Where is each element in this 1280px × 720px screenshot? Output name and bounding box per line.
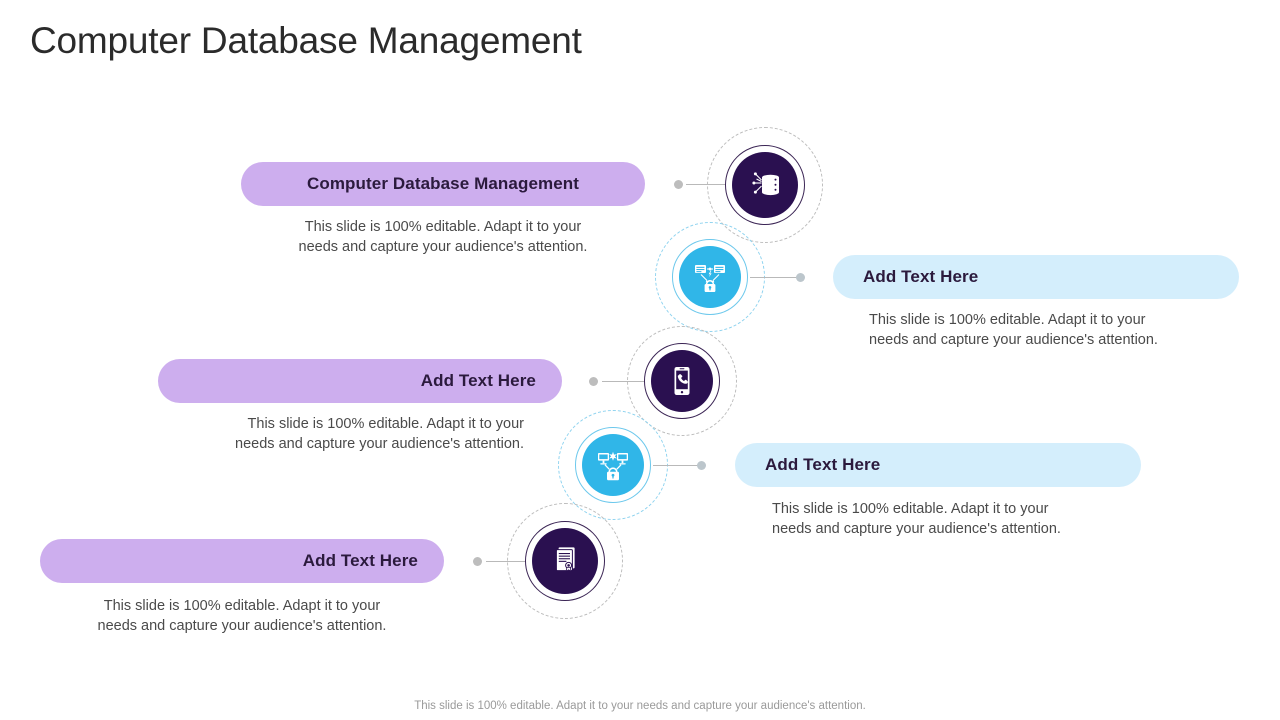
connector-dot-row-1 xyxy=(674,180,683,189)
page-title: Computer Database Management xyxy=(30,20,582,61)
secure-data-transfer-icon xyxy=(679,246,741,308)
pill-label-row-3: Add Text Here xyxy=(420,371,536,390)
description-row-3: This slide is 100% editable. Adapt it to… xyxy=(235,416,524,452)
connector-line-row-2 xyxy=(750,277,798,279)
footer-note: This slide is 100% editable. Adapt it to… xyxy=(414,700,866,712)
connector-dot-row-2 xyxy=(796,273,805,282)
dashed-ring-row-1 xyxy=(707,127,823,243)
connector-dot-row-3 xyxy=(589,377,598,386)
database-icon xyxy=(732,152,798,218)
pill-label-row-1: Computer Database Management xyxy=(306,174,580,193)
description-row-2: This slide is 100% editable. Adapt it to… xyxy=(869,312,1158,348)
connector-dot-row-5 xyxy=(473,557,482,566)
connector-line-row-3 xyxy=(602,381,644,383)
connector-dot-row-4 xyxy=(697,461,706,470)
description-row-1: This slide is 100% editable. Adapt it to… xyxy=(298,219,588,255)
secure-network-icon xyxy=(582,434,644,496)
dashed-ring-row-3 xyxy=(627,326,737,436)
mobile-phone-icon xyxy=(651,350,713,412)
description-row-5: This slide is 100% editable. Adapt it to… xyxy=(97,598,387,634)
pill-row-2[interactable]: Add Text Here xyxy=(833,255,1239,299)
pill-label-row-4: Add Text Here xyxy=(765,455,881,474)
pill-row-3[interactable]: Add Text Here xyxy=(158,359,562,403)
pill-row-5[interactable]: Add Text Here xyxy=(40,539,444,583)
pill-label-row-2: Add Text Here xyxy=(863,267,979,286)
pill-row-4[interactable]: Add Text Here xyxy=(735,443,1141,487)
pill-row-1[interactable]: Computer Database Management xyxy=(241,162,645,206)
document-certificate-icon xyxy=(532,528,598,594)
description-row-4: This slide is 100% editable. Adapt it to… xyxy=(772,501,1061,537)
connector-line-row-4 xyxy=(653,465,699,467)
dashed-ring-row-5 xyxy=(507,503,623,619)
pill-label-row-5: Add Text Here xyxy=(302,551,418,570)
